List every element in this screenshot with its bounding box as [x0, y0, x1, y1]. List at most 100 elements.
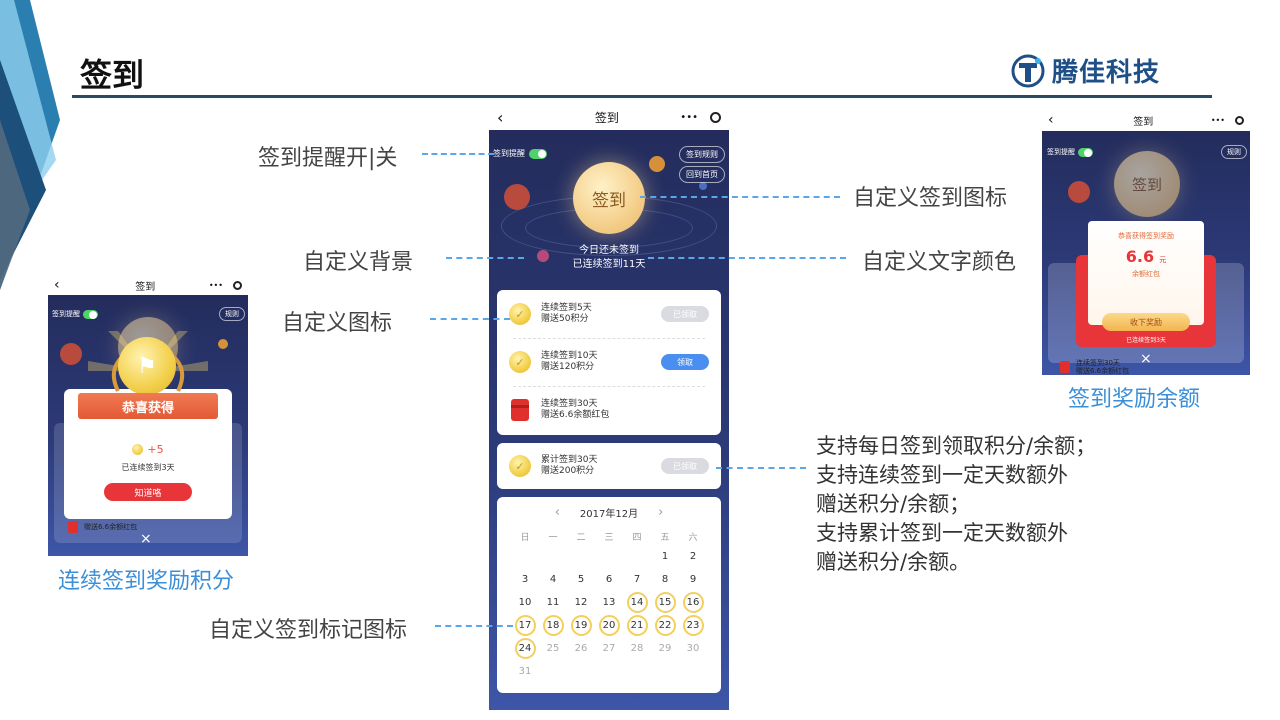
home-button[interactable]: 回到首页 [679, 166, 725, 183]
reward-header: 恭喜获得签到奖励 [1118, 232, 1174, 240]
calendar-day[interactable]: 12 [574, 597, 588, 608]
target-icon[interactable] [1234, 115, 1244, 125]
points-row: +5 [64, 443, 232, 456]
planet-decoration [699, 182, 707, 190]
claimed-button: 已领取 [661, 458, 709, 474]
calendar-day[interactable]: 10 [518, 597, 532, 608]
checkin-mark-icon: 17 [514, 615, 536, 636]
left-body: 签到提醒 规则 签到 赠送6.6余额红包 +5 已连续签到3天 知道咯 [48, 295, 248, 556]
weekday-label: 一 [548, 532, 558, 543]
calendar-day-checked[interactable]: 22 [651, 614, 679, 637]
reminder-label: 签到提醒 [493, 149, 525, 158]
callout-custom-mark-icon: 自定义签到标记图标 [209, 618, 408, 643]
calendar-day[interactable]: 29 [658, 643, 672, 654]
calendar-day-checked[interactable]: 20 [595, 614, 623, 637]
reminder-toggle[interactable] [529, 148, 547, 159]
callout-custom-checkin-icon: 自定义签到图标 [853, 186, 1008, 211]
calendar-day-checked[interactable]: 17 [511, 614, 539, 637]
checkin-mark-icon: 16 [682, 592, 704, 613]
calendar-day-checked[interactable]: 24 [511, 637, 539, 660]
calendar-day-checked[interactable]: 19 [567, 614, 595, 637]
checkin-moon-icon[interactable]: 签到 [573, 162, 645, 234]
calendar-day[interactable]: 3 [521, 574, 529, 585]
calendar-empty [567, 660, 595, 683]
bg-row-text: 连续签到30天赠送6.6余额红包 [1060, 359, 1129, 375]
reminder-toggle-row: 签到提醒 [52, 309, 98, 319]
calendar-day[interactable]: 13 [602, 597, 616, 608]
more-icon[interactable]: ••• [1210, 115, 1225, 125]
bg-row-label: 赠送6.6余额红包 [84, 523, 138, 531]
main-body: 签到提醒 签到规则 回到首页 签到 今日还未签到 已连续签到11天 ✓ 连续签到… [489, 130, 729, 710]
calendar-day[interactable]: 2 [689, 551, 697, 562]
close-icon[interactable]: × [1140, 351, 1152, 367]
calendar-day[interactable]: 8 [661, 574, 669, 585]
chevron-left-icon[interactable]: ‹ [54, 277, 60, 293]
reminder-toggle[interactable] [83, 309, 98, 319]
calendar-day[interactable]: 31 [518, 666, 532, 677]
calendar-empty [679, 660, 707, 683]
calendar-empty [511, 545, 539, 568]
left-caption: 连续签到奖励积分 [58, 569, 235, 594]
calendar-day[interactable]: 6 [605, 574, 613, 585]
prev-month-icon[interactable]: ‹ [554, 505, 560, 520]
rules-button[interactable]: 规则 [219, 307, 245, 321]
calendar-day[interactable]: 30 [686, 643, 700, 654]
calendar-day[interactable]: 26 [574, 643, 588, 654]
close-icon[interactable]: × [140, 531, 152, 547]
feature-line: 支持连续签到一定天数额外 [816, 463, 1068, 487]
calendar-day-checked[interactable]: 21 [623, 614, 651, 637]
collect-button[interactable]: 收下奖励 [1102, 313, 1190, 331]
right-title: 签到 [1133, 116, 1154, 128]
feature-line: 赠送积分/余额。 [816, 550, 971, 574]
claimed-button: 已领取 [661, 306, 709, 322]
coin-icon: ✓ [509, 455, 531, 477]
callout-custom-text-color: 自定义文字颜色 [862, 250, 1017, 275]
reward-row: 连续签到30天赠送6.6余额红包 [497, 398, 721, 422]
calendar-day[interactable]: 27 [602, 643, 616, 654]
calendar-day-checked[interactable]: 14 [623, 591, 651, 614]
calendar-day[interactable]: 11 [546, 597, 560, 608]
weekday-label: 二 [576, 532, 586, 543]
planet-decoration [649, 156, 665, 172]
calendar-day[interactable]: 5 [577, 574, 585, 585]
calendar-day[interactable]: 1 [661, 551, 669, 562]
checkin-mark-icon: 21 [626, 615, 648, 636]
status-text: 今日还未签到 已连续签到11天 [489, 244, 729, 272]
checkin-mark-icon: 18 [542, 615, 564, 636]
calendar-day[interactable]: 28 [630, 643, 644, 654]
target-icon[interactable] [710, 111, 721, 123]
calendar-day[interactable]: 4 [549, 574, 557, 585]
rules-button[interactable]: 规则 [1221, 145, 1247, 159]
ok-button[interactable]: 知道咯 [104, 483, 192, 501]
calendar-day[interactable]: 25 [546, 643, 560, 654]
calendar-day-checked[interactable]: 23 [679, 614, 707, 637]
chevron-left-icon[interactable]: ‹ [1048, 112, 1054, 128]
calendar-day-checked[interactable]: 15 [651, 591, 679, 614]
features-text: 支持每日签到领取积分/余额； 支持连续签到一定天数额外 赠送积分/余额； 支持累… [816, 432, 1096, 577]
capsule-menu[interactable]: ••• [680, 111, 721, 123]
callout-line [648, 257, 846, 259]
more-icon[interactable]: ••• [680, 111, 698, 123]
more-icon[interactable]: ••• [208, 280, 223, 290]
calendar-day-checked[interactable]: 16 [679, 591, 707, 614]
weekday-label: 日 [520, 532, 530, 543]
calendar-day-checked[interactable]: 18 [539, 614, 567, 637]
calendar-empty [539, 545, 567, 568]
calendar-day[interactable]: 9 [689, 574, 697, 585]
rules-button[interactable]: 签到规则 [679, 146, 725, 163]
reward-sub: 余额红包 [1132, 270, 1160, 278]
calendar-empty [595, 660, 623, 683]
chevron-left-icon[interactable]: ‹ [497, 107, 504, 127]
capsule-menu[interactable]: ••• [208, 280, 242, 290]
calendar-empty [623, 660, 651, 683]
target-icon[interactable] [232, 280, 242, 290]
next-month-icon[interactable]: › [658, 505, 664, 520]
calendar-header: ‹ 2017年12月 › [497, 505, 721, 520]
reminder-toggle[interactable] [1078, 147, 1093, 157]
right-streak: 已连续签到3天 [1126, 337, 1166, 344]
calendar-day[interactable]: 7 [633, 574, 641, 585]
checkin-mark-icon: 15 [654, 592, 676, 613]
claim-button[interactable]: 领取 [661, 354, 709, 370]
capsule-menu[interactable]: ••• [1210, 115, 1244, 125]
